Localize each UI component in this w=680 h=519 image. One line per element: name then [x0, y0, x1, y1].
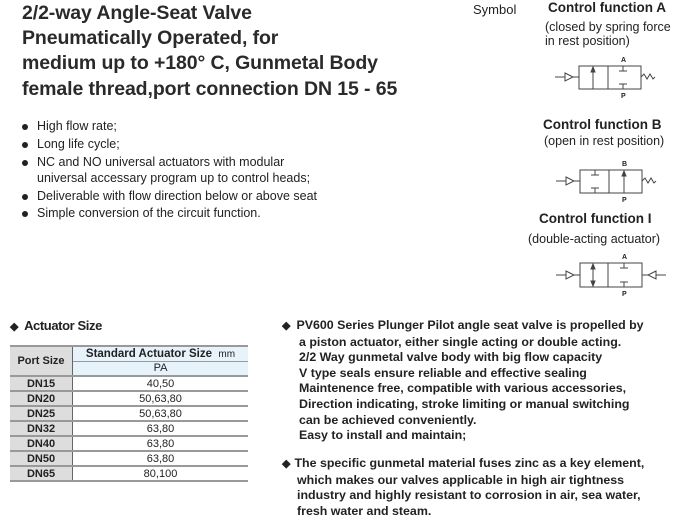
feature-item: NC and NO universal actuators with modul…	[22, 155, 284, 169]
actuator-table: Port Size Standard Actuator Size mm PA D…	[10, 345, 248, 482]
cf-a-desc: (closed by spring force	[545, 20, 671, 34]
title-line: female thread,port connection DN 15 - 65	[22, 78, 398, 100]
description-block-2: ◆The specific gunmetal material fuses zi…	[282, 456, 645, 518]
title-line: medium up to +180° C, Gunmetal Body	[22, 52, 378, 74]
cf-i-desc: (double-acting actuator)	[528, 232, 661, 246]
valve-symbol-b-icon: B P	[556, 161, 657, 204]
cf-i-title: Control function I	[539, 211, 652, 226]
feature-item: High flow rate;	[22, 119, 117, 133]
feature-item: Simple conversion of the circuit functio…	[22, 206, 261, 220]
symbol-label: Symbol	[473, 2, 517, 17]
title-line: 2/2-way Angle-Seat Valve	[22, 2, 252, 24]
title-line: Pneumatically Operated, for	[22, 27, 279, 49]
feature-item: Deliverable with flow direction below or…	[22, 189, 317, 203]
actuator-heading: ◆Actuator Size	[10, 318, 102, 333]
description-block-1: ◆PV600 Series Plunger Pilot angle seat v…	[282, 318, 644, 443]
feature-item: Long life cycle;	[22, 137, 120, 151]
port-label: P	[622, 197, 627, 204]
valve-symbol-i-icon: A P	[556, 254, 666, 298]
port-label: A	[622, 254, 627, 261]
col-standard: Standard Actuator Size mm	[72, 346, 248, 362]
port-label: P	[622, 291, 627, 298]
col-port-size: Port Size	[10, 346, 73, 377]
feature-item-cont: universal accessary program up to contro…	[37, 171, 311, 185]
port-label: B	[622, 161, 627, 168]
port-label: A	[621, 57, 626, 64]
cf-a-desc: in rest position)	[545, 34, 630, 48]
port-label: P	[621, 93, 626, 100]
valve-symbol-a-icon: A P	[555, 57, 656, 100]
cf-b-desc: (open in rest position)	[544, 134, 665, 148]
cf-a-title: Control function A	[548, 0, 666, 15]
cf-b-title: Control function B	[543, 117, 662, 132]
col-pa: PA	[72, 361, 248, 377]
